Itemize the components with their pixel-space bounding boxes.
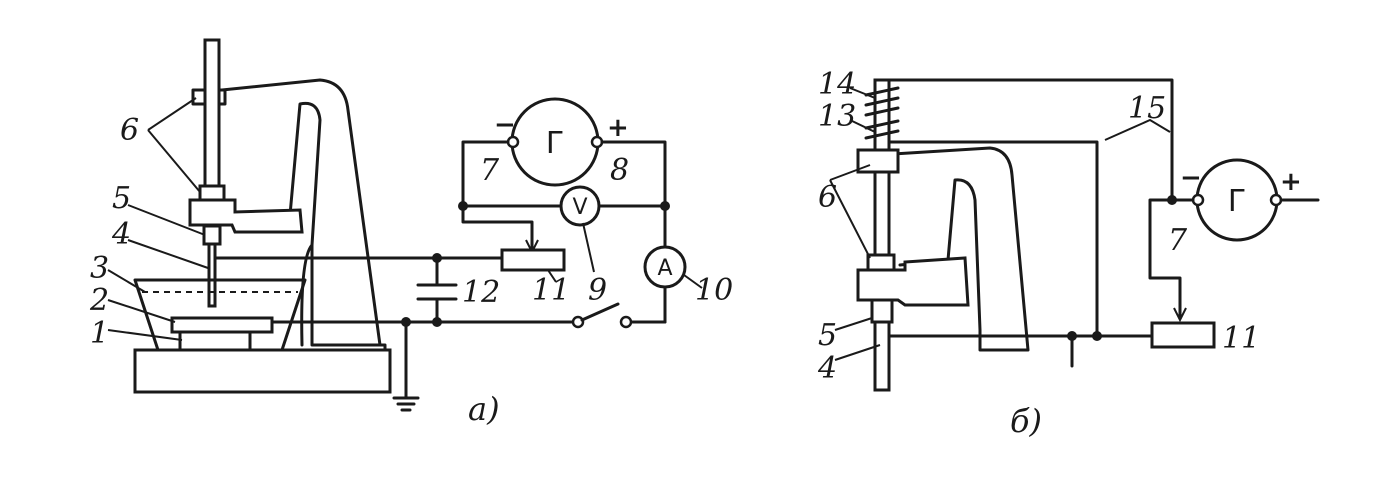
leader-13b <box>849 119 876 133</box>
leader-5b <box>834 317 873 331</box>
electrode-holder-b <box>870 298 894 324</box>
generator-a-symbol: Г <box>546 126 564 161</box>
label-3-a: 3 <box>90 251 109 286</box>
label-11-b: 11 <box>1222 321 1260 356</box>
node-b1 <box>1067 331 1077 341</box>
label-1-a: 1 <box>90 316 109 351</box>
wire-gen-left <box>461 140 510 208</box>
node-a5 <box>432 317 442 327</box>
ammeter-symbol: A <box>657 256 672 281</box>
coil-14 <box>864 86 900 117</box>
panel-label-a: а) <box>468 390 500 428</box>
voltmeter-symbol: V <box>572 195 587 220</box>
label-8-a: 8 <box>610 153 629 188</box>
rheostat-11-b <box>1150 321 1216 349</box>
rheostat-b-arrowhead <box>1173 307 1187 323</box>
leader-10a <box>683 274 703 289</box>
wire-coil13 <box>888 140 1099 338</box>
leader-6b <box>829 164 871 259</box>
voltmeter <box>559 185 601 227</box>
panel-label-b: б) <box>1010 402 1042 440</box>
clamp-lower <box>198 184 226 202</box>
label-10-a: 10 <box>695 273 733 308</box>
dielectric-bath <box>133 278 307 352</box>
frame-foot <box>316 343 387 352</box>
panel-b-labels: 14 13 15 6 5 4 7 11 б) <box>817 67 1260 440</box>
generator-b-plus: + <box>1280 167 1302 197</box>
leader-14b <box>849 87 876 99</box>
node-a1 <box>458 201 468 211</box>
leader-4a <box>127 239 209 269</box>
label-4-a: 4 <box>111 217 131 252</box>
label-15-b: 15 <box>1128 91 1166 126</box>
leader-15b <box>1104 118 1171 141</box>
panel-a-labels: 6 5 4 3 2 1 7 8 9 10 11 12 а) <box>89 97 733 428</box>
switch-blade <box>580 302 620 322</box>
ammeter <box>643 245 687 289</box>
label-5-b: 5 <box>818 318 837 353</box>
leader-3a <box>107 269 146 293</box>
machine-frame <box>220 78 382 347</box>
wire-coil14 <box>888 78 1174 202</box>
leader-2a <box>107 299 176 323</box>
label-12-a: 12 <box>462 275 500 310</box>
machine-base <box>133 348 392 394</box>
capacitor-12 <box>416 283 458 301</box>
node-b2 <box>1092 331 1102 341</box>
coil-13 <box>864 119 900 140</box>
label-7-a: 7 <box>480 153 500 188</box>
leader-5a <box>127 204 206 236</box>
wire-rheostat-b <box>1148 198 1182 318</box>
label-6-a: 6 <box>120 113 139 148</box>
leader-9a <box>582 222 595 273</box>
electrode-holder <box>202 224 222 246</box>
leader-1a <box>107 329 183 341</box>
switch-contact-2 <box>619 315 633 329</box>
label-9-a: 9 <box>588 273 607 308</box>
panel-b-circuit: Г − + <box>887 78 1320 368</box>
leader-11a <box>547 269 557 283</box>
wire-rheostat-arrow <box>461 204 534 250</box>
label-13-b: 13 <box>818 99 856 134</box>
label-5-a: 5 <box>112 181 131 216</box>
generator-a-plus: + <box>607 113 629 143</box>
workpiece-table <box>170 316 274 334</box>
workpiece <box>178 330 252 352</box>
generator-a-minus: − <box>494 110 516 140</box>
label-4-b: 4 <box>817 351 837 386</box>
ground-symbol <box>392 396 420 412</box>
generator-b-minus: − <box>1180 163 1202 193</box>
panel-a-machine <box>133 38 392 394</box>
label-11-a: 11 <box>532 273 570 308</box>
clamp-lower-b <box>866 253 896 272</box>
switch-contact-1 <box>571 315 585 329</box>
panel-a-circuit: Г − + V A <box>213 97 687 412</box>
machine-frame-b <box>858 146 1030 352</box>
generator-b-symbol: Г <box>1228 184 1246 219</box>
rheostat-11-a <box>500 248 566 272</box>
panel-b-machine <box>856 78 1030 392</box>
label-7-b: 7 <box>1168 223 1188 258</box>
leader-4b <box>834 344 881 361</box>
label-2-a: 2 <box>89 283 109 318</box>
label-14-b: 14 <box>818 67 856 102</box>
label-6-b: 6 <box>818 180 837 215</box>
frame-inner-edge <box>300 243 314 347</box>
wire-gen-right <box>600 140 667 208</box>
leader-6a <box>147 97 201 193</box>
upper-arm-b <box>856 148 900 174</box>
electrode <box>207 242 217 308</box>
